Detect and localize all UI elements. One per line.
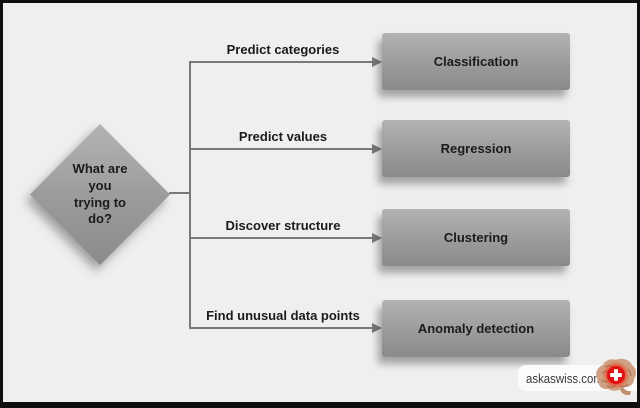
branch-line-1 bbox=[189, 61, 374, 63]
branch-label-predict-values: Predict values bbox=[238, 129, 328, 144]
branch-arrow-icon bbox=[372, 323, 382, 333]
branch-label-discover-structure: Discover structure bbox=[225, 218, 341, 233]
brain-swiss-cross-icon bbox=[593, 357, 639, 406]
decision-text: What are you trying to do? bbox=[72, 160, 128, 227]
branch-line-3 bbox=[189, 237, 374, 239]
branch-line-4 bbox=[189, 327, 374, 329]
branch-line-2 bbox=[189, 148, 374, 150]
node-clustering: Clustering bbox=[382, 209, 570, 266]
node-classification: Classification bbox=[382, 33, 570, 90]
decision-diamond: What are you trying to do? bbox=[30, 124, 170, 265]
node-regression: Regression bbox=[382, 120, 570, 177]
node-anomaly-detection: Anomaly detection bbox=[382, 300, 570, 357]
decision-connector-line bbox=[169, 192, 190, 194]
decision-diamond-shape: What are you trying to do? bbox=[30, 124, 170, 265]
watermark-text: askaswiss.com bbox=[526, 370, 603, 386]
branch-arrow-icon bbox=[372, 57, 382, 67]
branch-arrow-icon bbox=[372, 233, 382, 243]
branch-arrow-icon bbox=[372, 144, 382, 154]
connector-trunk-line bbox=[189, 61, 191, 329]
branch-label-find-unusual: Find unusual data points bbox=[206, 308, 360, 323]
branch-label-predict-categories: Predict categories bbox=[226, 42, 340, 57]
